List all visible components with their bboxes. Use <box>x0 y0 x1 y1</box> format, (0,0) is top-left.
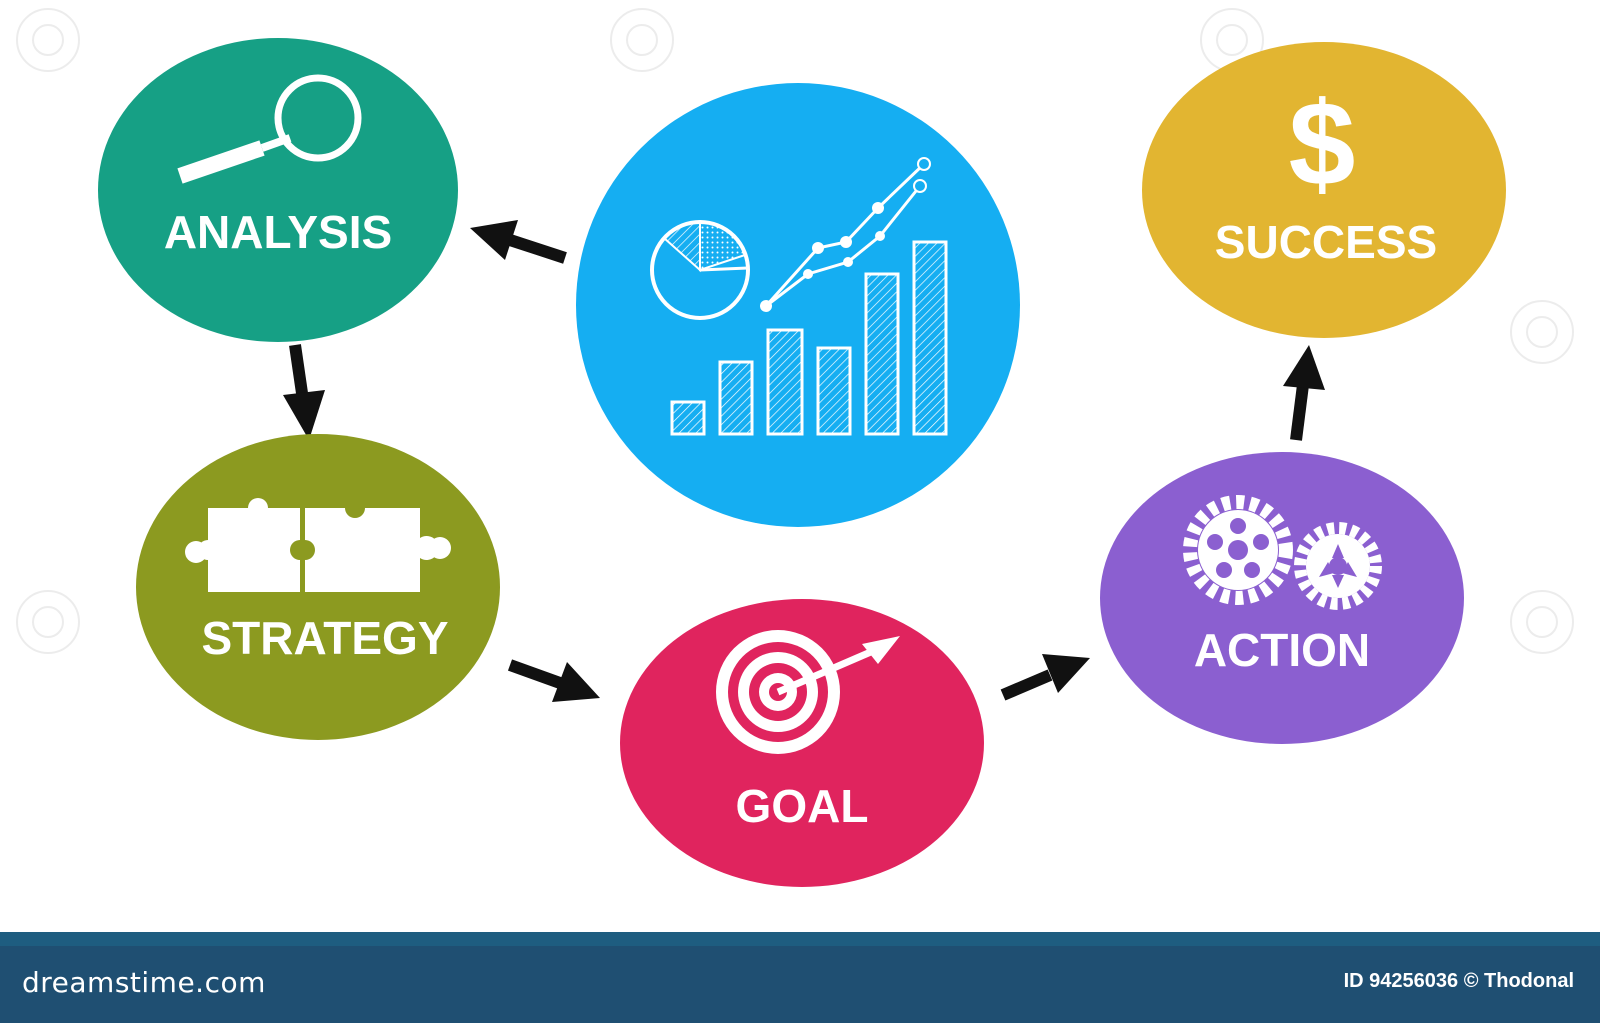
dollar-icon: $ <box>1289 77 1356 211</box>
node-analysis-shape <box>98 38 458 342</box>
magnifier-icon <box>177 74 362 184</box>
bar-chart-icon <box>670 240 948 436</box>
target-icon <box>716 630 900 754</box>
node-analysis-label: ANALYSIS <box>164 206 392 258</box>
edge-action-to-success <box>1283 345 1325 441</box>
watermark-icon <box>610 8 674 72</box>
watermark-icon <box>1510 590 1574 654</box>
pie-chart-icon <box>650 220 750 320</box>
edge-analysis-to-strategy <box>283 344 325 440</box>
node-goal: GOAL <box>620 599 984 887</box>
watermark-icon <box>16 590 80 654</box>
node-goal-label: GOAL <box>736 780 869 832</box>
puzzle-icon <box>185 498 451 592</box>
edge-strategy-to-goal <box>507 659 600 702</box>
node-data <box>576 83 1020 527</box>
node-strategy: STRATEGY <box>136 434 500 740</box>
node-analysis: ANALYSIS <box>98 38 458 342</box>
node-action: ACTION <box>1100 452 1464 744</box>
footer: dreamstime.com ID 94256036 © Thodonal <box>0 932 1600 1023</box>
node-data-shape <box>576 83 1020 527</box>
watermark-icon <box>16 8 80 72</box>
footer-accent-bar <box>0 932 1600 946</box>
node-action-label: ACTION <box>1194 624 1370 676</box>
footer-credit: ID 94256036 © Thodonal <box>1343 970 1574 992</box>
node-action-shape <box>1100 452 1464 744</box>
edge-data-to-analysis <box>470 220 567 264</box>
node-success: $ SUCCESS <box>1142 42 1506 338</box>
node-strategy-label: STRATEGY <box>201 612 448 664</box>
gears-icon <box>1183 495 1382 610</box>
edge-goal-to-action <box>1000 654 1090 701</box>
node-success-label: SUCCESS <box>1215 216 1437 268</box>
footer-logo: dreamstime.com <box>22 966 266 999</box>
watermark-icon <box>1510 300 1574 364</box>
footer-brand-bar: dreamstime.com ID 94256036 © Thodonal <box>0 946 1600 1023</box>
node-success-shape <box>1142 42 1506 338</box>
charts-icon <box>650 157 948 436</box>
